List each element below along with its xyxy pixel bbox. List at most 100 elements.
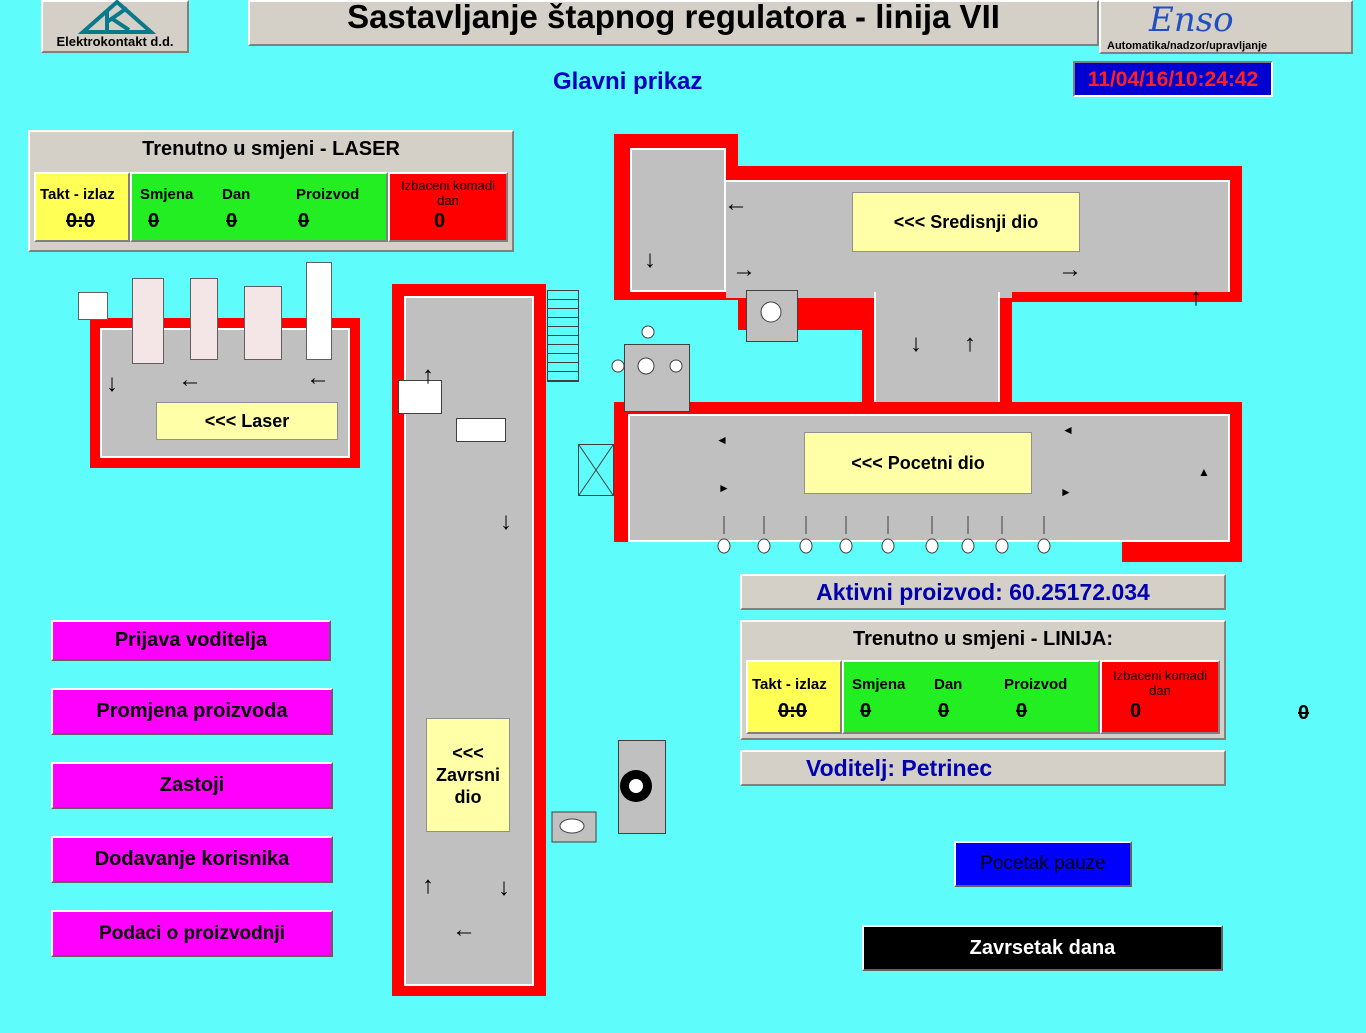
- pocetak-pauze-button[interactable]: Pocetak pauze: [954, 841, 1132, 887]
- izbaceni-label: Izbaceni komadi dan: [1113, 668, 1207, 698]
- takt-label: Takt - izlaz: [40, 186, 115, 203]
- laser-entry-box: [78, 292, 108, 320]
- zavrsni-side-rack: [547, 290, 579, 382]
- page-title: Sastavljanje štapnog regulatora - linija…: [347, 0, 1000, 35]
- active-product-text: Aktivni proizvod: 60.25172.034: [816, 579, 1150, 605]
- laser-takt-cell: Takt - izlaz 0:0: [34, 172, 130, 242]
- prijava-voditelja-button[interactable]: Prijava voditelja: [51, 620, 331, 661]
- takt-value: 0:0: [66, 210, 95, 232]
- line-panel-title: Trenutno u smjeni - LINIJA:: [852, 628, 1113, 650]
- laser-station-1: [132, 278, 164, 364]
- enso-logo: Enso: [1149, 0, 1234, 40]
- arrow-up-icon: ▲: [1198, 465, 1210, 479]
- sredisnji-notch-cut: [1012, 302, 1242, 330]
- proizvod-value: 0: [298, 210, 310, 232]
- elektrokontakt-logo-icon: [77, 0, 157, 34]
- sredisnji-machine-icon: [760, 301, 782, 323]
- feeder-bowl-icon: [717, 538, 731, 554]
- company-logo-box: Elektrokontakt d.d.: [41, 0, 189, 53]
- feeder-bowl-icon: [961, 538, 975, 554]
- laser-counters-cell: Smjena 0 Dan 0 Proizvod 0: [130, 172, 388, 242]
- smjena-value: 0: [860, 700, 872, 722]
- proizvod-value: 0: [1016, 700, 1028, 722]
- smjena-label: Smjena: [852, 676, 906, 693]
- smjena-label: Smjena: [140, 186, 194, 203]
- line-rejects-cell: Izbaceni komadi dan 0: [1100, 660, 1220, 734]
- arrow-left-icon: ◄: [1062, 423, 1074, 437]
- pocetni-feeders-icon: [717, 516, 1051, 554]
- header-title-box: Sastavljanje štapnog regulatora - linija…: [248, 0, 1099, 46]
- datetime-display: 11/04/16/10:24:42: [1073, 61, 1273, 97]
- line-takt-cell: Takt - izlaz 0:0: [746, 660, 842, 734]
- feeder-bowl-icon: [925, 538, 939, 554]
- sredisnji-conveyor: [630, 148, 726, 292]
- arrow-left-icon: ◄: [716, 433, 728, 447]
- entry-station: [624, 344, 690, 412]
- podaci-o-proizvodnji-button[interactable]: Podaci o proizvodnji: [51, 910, 333, 957]
- arrow-left-icon: ←: [452, 916, 476, 943]
- takt-label: Takt - izlaz: [752, 676, 827, 693]
- dan-value: 0: [938, 700, 950, 722]
- arrow-right-icon: →: [1058, 256, 1082, 283]
- feeder-bowl-icon: [1037, 538, 1051, 554]
- arrow-right-icon: ►: [1060, 485, 1072, 499]
- arrow-down-icon: ↓: [500, 508, 512, 535]
- zavrsni-station-box: [398, 380, 442, 414]
- laser-station-3: [244, 286, 282, 360]
- laser-rejects-cell: Izbaceni komadi dan 0: [388, 172, 508, 242]
- feeder-bowl-icon: [799, 538, 813, 554]
- crossed-box-icon: [578, 444, 614, 496]
- arrow-left-icon: ←: [178, 366, 202, 393]
- zavrsetak-dana-button[interactable]: Zavrsetak dana: [862, 925, 1223, 971]
- line-panel: Trenutno u smjeni - LINIJA: Takt - izlaz…: [740, 620, 1226, 740]
- dodavanje-korisnika-button[interactable]: Dodavanje korisnika: [51, 836, 333, 883]
- arrow-down-icon: ↓: [644, 246, 656, 273]
- zastoji-button[interactable]: Zastoji: [51, 762, 333, 809]
- arrow-up-icon: ↑: [1190, 284, 1202, 311]
- promjena-proizvoda-button[interactable]: Promjena proizvoda: [51, 688, 333, 735]
- takt-value: 0:0: [778, 700, 807, 722]
- proizvod-label: Proizvod: [1004, 676, 1068, 693]
- arrow-down-icon: ↓: [910, 330, 922, 357]
- izbaceni-value: 0: [1130, 700, 1142, 722]
- extra-counter-value: 0: [1298, 702, 1310, 724]
- arrow-down-icon: ↓: [498, 874, 510, 901]
- zavrsni-section-text: <<< Zavrsni dio: [435, 743, 501, 807]
- partner-logo-box: Enso Automatika/nadzor/upravljanje: [1099, 0, 1353, 54]
- feeder-bowl-icon: [757, 538, 771, 554]
- sredisnji-section-label: <<< Sredisnji dio: [852, 192, 1080, 252]
- feeder-bowl-icon: [839, 538, 853, 554]
- company-name: Elektrokontakt d.d.: [56, 34, 174, 49]
- laser-station-4: [306, 262, 332, 360]
- arrow-up-icon: ↑: [964, 330, 976, 357]
- smjena-value: 0: [148, 210, 160, 232]
- arrow-left-icon: ←: [724, 190, 748, 217]
- entry-station-icon: [611, 325, 683, 375]
- packaging-wheel-icon: [620, 770, 652, 802]
- line-counters-cell: Smjena 0 Dan 0 Proizvod 0: [842, 660, 1100, 734]
- feeder-bowl-icon: [881, 538, 895, 554]
- zavrsni-station-box-2: [456, 418, 506, 442]
- izbaceni-label: Izbaceni komadi dan: [401, 178, 495, 208]
- packaging-tray-icon: [551, 811, 597, 843]
- laser-station-2: [190, 278, 218, 360]
- laser-panel-title: Trenutno u smjeni - LASER: [142, 138, 400, 160]
- arrow-left-icon: ←: [306, 364, 330, 391]
- dan-label: Dan: [934, 676, 963, 693]
- view-title: Glavni prikaz: [553, 68, 703, 95]
- feeder-bowl-icon: [995, 538, 1009, 554]
- dan-label: Dan: [222, 186, 251, 203]
- arrow-right-icon: ►: [718, 481, 730, 495]
- active-product-bar: Aktivni proizvod: 60.25172.034: [740, 574, 1226, 610]
- leader-text: Voditelj: Petrinec: [806, 755, 993, 781]
- zavrsni-section-label: <<< Zavrsni dio: [426, 718, 510, 832]
- arrow-up-icon: ↑: [422, 362, 434, 389]
- dan-value: 0: [226, 210, 238, 232]
- partner-subtitle: Automatika/nadzor/upravljanje: [1107, 40, 1268, 52]
- sredisnji-conveyor-down: [874, 292, 1000, 412]
- pocetni-cut: [614, 542, 1122, 566]
- datetime-text: 11/04/16/10:24:42: [1087, 68, 1259, 91]
- proizvod-label: Proizvod: [296, 186, 360, 203]
- arrow-right-icon: →: [732, 256, 756, 283]
- arrow-down-icon: ↓: [106, 370, 118, 397]
